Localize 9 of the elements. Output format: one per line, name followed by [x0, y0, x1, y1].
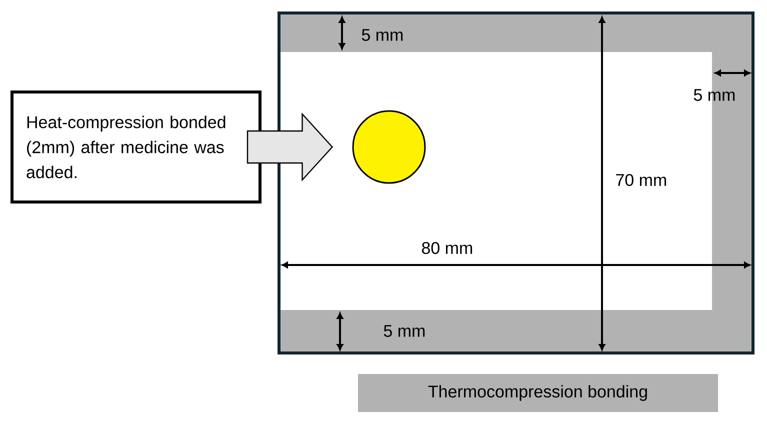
dimension-label: 5 mm	[694, 89, 735, 101]
dimension-label: 5 mm	[384, 325, 425, 337]
dimension-label: 80 mm	[422, 242, 472, 254]
block-arrow	[246, 112, 334, 182]
dimension-label: 70 mm	[616, 174, 666, 186]
circle	[352, 110, 426, 184]
callout-box: Heat-compression bonded (2mm) after medicine was added.	[10, 90, 262, 204]
dimension-label: 5 mm	[362, 29, 403, 41]
caption-box: Thermocompression bonding	[358, 374, 718, 412]
